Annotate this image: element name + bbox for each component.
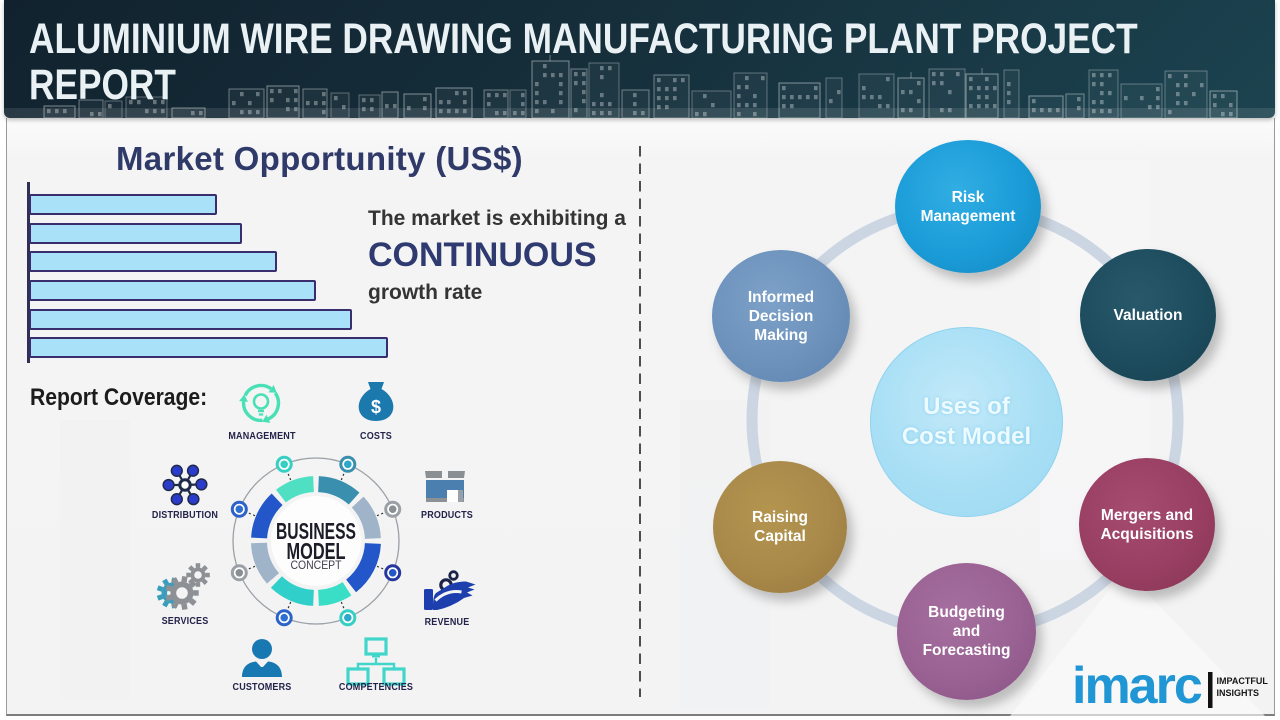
svg-text:CONCEPT: CONCEPT	[291, 558, 343, 572]
svg-text:BUSINESS: BUSINESS	[276, 518, 356, 544]
svg-text:imarc: imarc	[1072, 657, 1202, 715]
svg-text:$: $	[371, 397, 381, 417]
svg-text:MODEL: MODEL	[287, 538, 346, 564]
svg-text:INSIGHTS: INSIGHTS	[1217, 688, 1260, 698]
svg-text:IMPACTFUL: IMPACTFUL	[1217, 676, 1269, 686]
